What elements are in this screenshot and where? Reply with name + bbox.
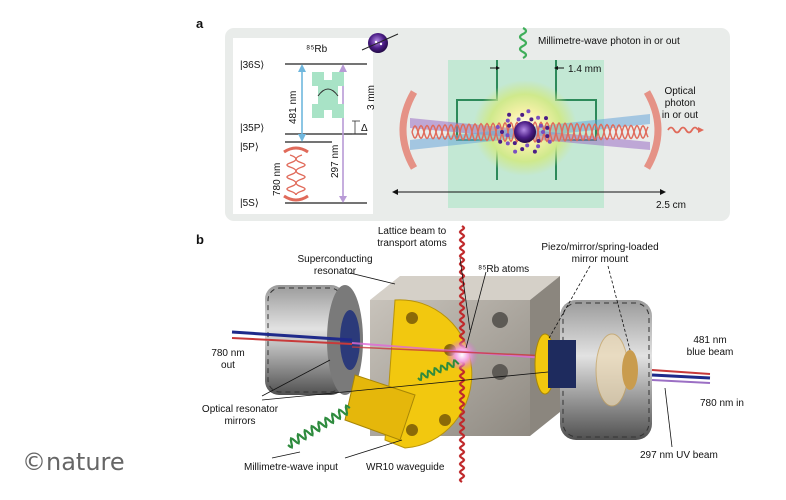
atom-dot [520,112,525,117]
detuning-delta: Δ [361,123,368,134]
rb85-label: ⁸⁵Rb [306,44,328,55]
uv297-label: 297 nm UV beam [640,450,718,461]
atom-dot [544,116,548,121]
atom-dot [498,139,503,144]
atom-dot [516,117,521,122]
mm-wave-input-squiggle [287,404,351,449]
wavelength-481: 481 nm [288,91,299,124]
lattice-label-1: Lattice beam to [378,226,447,237]
length-2p5cm: 2.5 cm [656,200,686,211]
atom-dot [505,118,510,123]
level-36s: |36S⟩ [240,60,264,71]
left-cavity-mirror [399,90,418,170]
piezo-label-1: Piezo/mirror/spring-loaded [541,242,658,253]
atom-dot [536,139,541,143]
atom-dot [495,125,500,129]
atom-dot [507,123,512,128]
level-5p: |5P⟩ [240,142,259,153]
atom-dot [513,149,518,154]
piezo-label-2: mirror mount [572,254,629,265]
sc-resonator-label-2: resonator [314,266,357,277]
panel-b-label: b [196,232,204,247]
atom-dots [495,109,552,154]
nature-logo: ©nature [22,448,125,476]
blue481-label-1: 481 nm [693,335,726,346]
wr10-label: WR10 waveguide [366,462,445,473]
atom-dot [545,125,550,130]
atom-dot [525,143,530,148]
atom-dot [536,144,541,149]
size-3mm: 3 mm [366,85,377,110]
beam-297-uv [651,379,711,384]
atom-dot [505,141,510,146]
wr10-waveguide-disk [344,299,473,449]
atom-dot [541,130,545,134]
atom-dot [547,139,552,144]
atom-dot [545,134,550,139]
opt-mirrors-label-2: mirrors [224,416,255,427]
mm-wave-inner-squiggle [417,359,460,382]
sc-resonator-label-1: Superconducting [297,254,372,265]
atom-icon [361,33,399,53]
atom-dot [532,149,537,154]
atom-dot [536,115,541,120]
atom-dot [520,147,525,152]
in780-label: 780 nm in [700,398,744,409]
level-5s: |5S⟩ [240,198,259,209]
atom-dot [507,112,512,117]
wavelength-780: 780 nm [272,163,283,196]
atom-dot [538,123,543,128]
out780-label-1: 780 nm [211,348,244,359]
optical-photon-label-3: in or out [662,110,698,121]
atom-dot [512,141,517,146]
mm-photon-label: Millimetre-wave photon in or out [538,36,680,47]
optical-photon-icon [667,126,699,134]
panel-a-label: a [196,16,204,31]
opt-mirrors-label-1: Optical resonator [202,404,279,415]
beam-780-out [231,330,353,342]
width-1p4mm: 1.4 mm [568,64,601,75]
wavelength-297: 297 nm [330,145,341,178]
atom-dot [526,109,531,114]
lattice-label-2: transport atoms [377,238,446,249]
atom-dot [500,130,504,134]
right-cavity-mirror [643,90,662,170]
leader-lines [261,257,673,459]
beam-780-in [651,369,711,375]
mm-wave-photon-icon [518,27,528,59]
beam-780-out-red [231,337,353,345]
right-mirror-housing [534,300,652,440]
blue481-label-2: blue beam [687,347,734,358]
mm-input-label: Millimetre-wave input [244,462,338,473]
rb-atoms-label: ⁸⁵Rb atoms [478,264,529,275]
optical-photon-label-1: Optical [664,86,695,97]
atom-dot [529,117,534,122]
optical-photon-label-2: photon [665,98,696,109]
beam-481-blue [651,373,711,380]
central-atom [514,121,536,143]
atom-dot [505,133,510,138]
level-35p: |35P⟩ [240,123,264,134]
out780-label-2: out [221,360,235,371]
energy-level-diagram [233,38,373,214]
